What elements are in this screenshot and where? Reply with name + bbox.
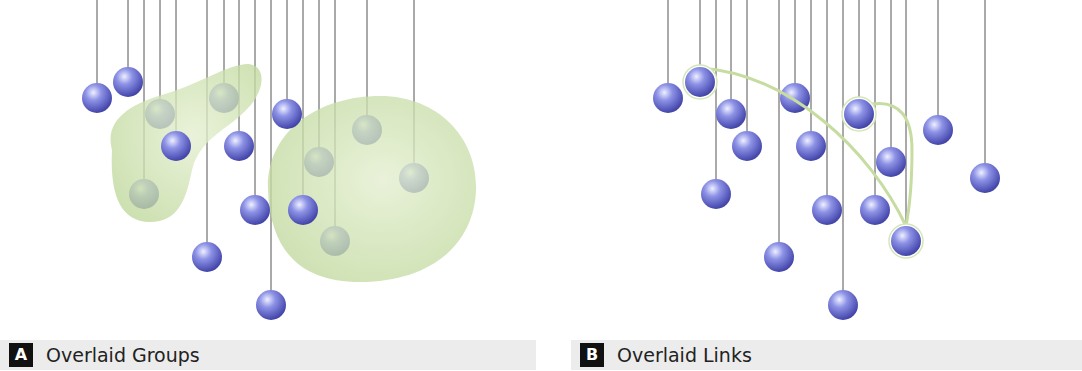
sphere: [653, 83, 683, 113]
string: [668, 0, 669, 84]
sphere: [161, 131, 191, 161]
sphere: [876, 147, 906, 177]
linked-sphere: [842, 97, 876, 131]
group-region: [111, 64, 262, 222]
linked-sphere: [685, 67, 715, 97]
sphere: [256, 290, 286, 320]
string: [827, 0, 828, 196]
caption-bar: [0, 340, 1082, 370]
link-curve: [700, 68, 906, 226]
sphere: [82, 67, 318, 320]
caption-bar: [0, 340, 536, 370]
string: [985, 0, 986, 164]
sphere: [828, 290, 858, 320]
string: [160, 0, 161, 100]
panel-caption: Overlaid Groups: [46, 342, 200, 368]
sphere: [653, 83, 1000, 320]
sphere: [764, 242, 794, 272]
string: [700, 0, 701, 68]
link-curve: [872, 103, 912, 226]
sphere: [82, 83, 112, 113]
sphere: [970, 163, 1000, 193]
string: [731, 0, 732, 100]
sphere: [113, 67, 143, 97]
group-region: [268, 96, 476, 282]
panel-letter: B: [580, 343, 604, 367]
string: [668, 0, 985, 291]
linked-sphere: [683, 65, 923, 258]
string: [859, 0, 860, 100]
string: [271, 0, 272, 291]
string: [287, 0, 288, 100]
caption-bar: [571, 340, 1082, 370]
sphere: [796, 131, 826, 161]
sphere: [240, 195, 270, 225]
sphere: [716, 99, 746, 129]
sphere: [812, 195, 842, 225]
sphere: [288, 195, 318, 225]
sphere: [923, 115, 953, 145]
string: [795, 0, 796, 84]
string: [891, 0, 892, 148]
linked-sphere: [891, 226, 921, 256]
linked-sphere: [889, 224, 923, 258]
sphere: [192, 242, 222, 272]
link-curve: [700, 68, 912, 226]
sphere: [224, 131, 254, 161]
string: [97, 0, 98, 84]
string: [906, 0, 907, 227]
string: [875, 0, 876, 196]
sphere: [272, 99, 302, 129]
string: [843, 0, 844, 291]
linked-sphere: [844, 99, 874, 129]
string: [779, 0, 780, 243]
panel-letter: A: [9, 343, 33, 367]
sphere: [701, 179, 731, 209]
group-region: [111, 64, 477, 282]
string: [128, 0, 129, 68]
sphere: [860, 195, 890, 225]
string: [747, 0, 748, 132]
sphere: [732, 131, 762, 161]
panel-caption: Overlaid Links: [617, 342, 752, 368]
string: [938, 0, 939, 116]
linked-sphere: [683, 65, 717, 99]
